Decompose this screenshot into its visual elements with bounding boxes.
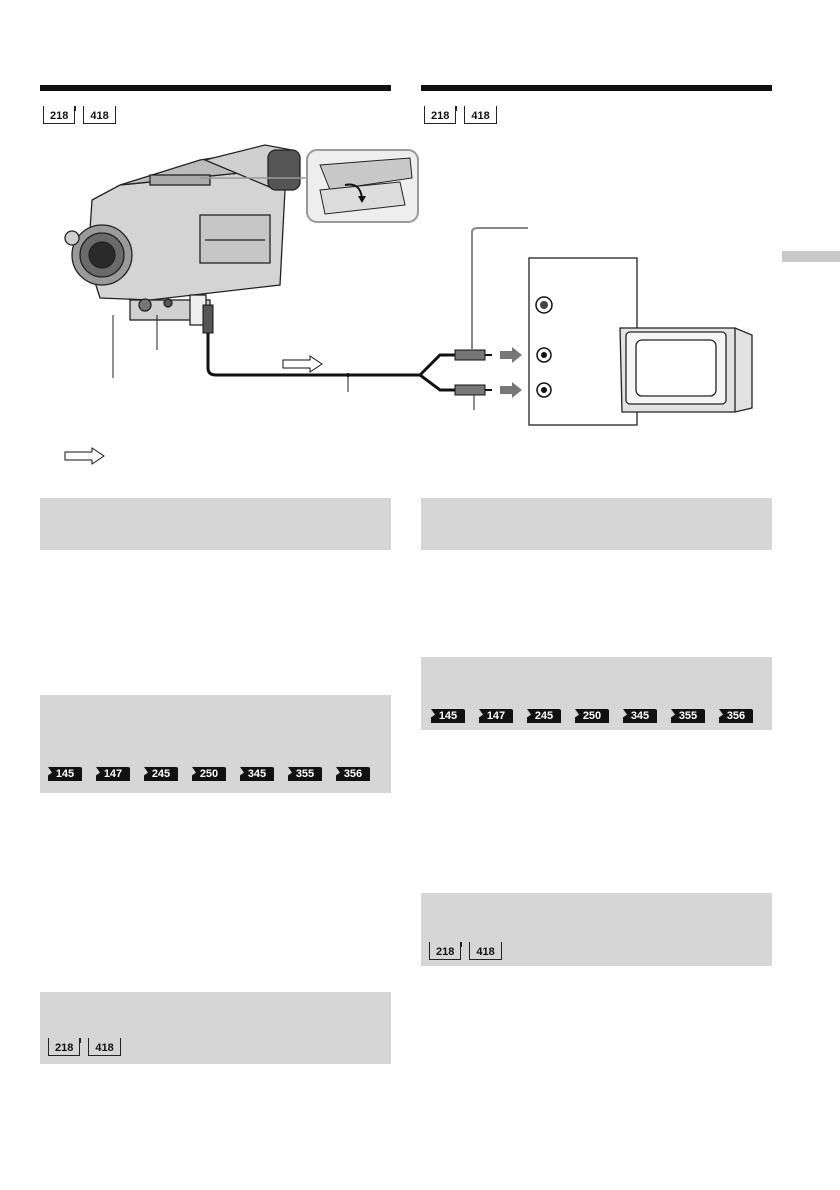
model-badge: 418 [469, 942, 503, 960]
function-badges: 145 147 245 250 345 355 356 [48, 767, 370, 781]
connection-illustration [64, 144, 753, 465]
model-badge: 218 [47, 1038, 82, 1056]
page-badge: 356 [336, 767, 370, 781]
input-jack-panel [528, 257, 638, 426]
television-icon [619, 327, 753, 413]
left-header-badges: 218 418 [42, 106, 117, 124]
left-info-box-1 [40, 498, 391, 550]
plug-arrows [500, 347, 522, 398]
page-badge: 356 [719, 709, 753, 723]
page-badge: 345 [623, 709, 657, 723]
section-badges: 218 418 [47, 1038, 122, 1056]
page-badge: 245 [527, 709, 561, 723]
model-badge: 418 [464, 106, 498, 124]
page-badge: 147 [479, 709, 513, 723]
model-badge: 418 [83, 106, 117, 124]
function-badges: 145 147 245 250 345 355 356 [431, 709, 753, 723]
left-header-rule [40, 85, 391, 91]
signal-flow-arrow [64, 355, 323, 465]
camcorder-illustration [64, 144, 301, 326]
right-info-box-3: 218 418 [421, 893, 772, 966]
page-badge: 145 [431, 709, 465, 723]
model-badge: 218 [42, 106, 77, 124]
model-badge: 218 [428, 942, 463, 960]
model-badge: 418 [88, 1038, 122, 1056]
model-badge: 218 [423, 106, 458, 124]
page-badge: 355 [288, 767, 322, 781]
jack-cover-detail [306, 149, 419, 223]
page-badge: 245 [144, 767, 178, 781]
right-info-box-1 [421, 498, 772, 550]
page-badge: 355 [671, 709, 705, 723]
section-badges: 218 418 [428, 942, 503, 960]
section-side-tab [782, 251, 840, 262]
right-header-rule [421, 85, 772, 91]
page-badge: 145 [48, 767, 82, 781]
right-header-badges: 218 418 [423, 106, 498, 124]
right-info-box-2: 145 147 245 250 345 355 356 [421, 657, 772, 730]
av-cable [202, 304, 492, 396]
page-badge: 250 [575, 709, 609, 723]
page-badge: 250 [192, 767, 226, 781]
left-info-box-2: 145 147 245 250 345 355 356 [40, 695, 391, 793]
left-info-box-3: 218 418 [40, 992, 391, 1064]
page-badge: 147 [96, 767, 130, 781]
page-badge: 345 [240, 767, 274, 781]
